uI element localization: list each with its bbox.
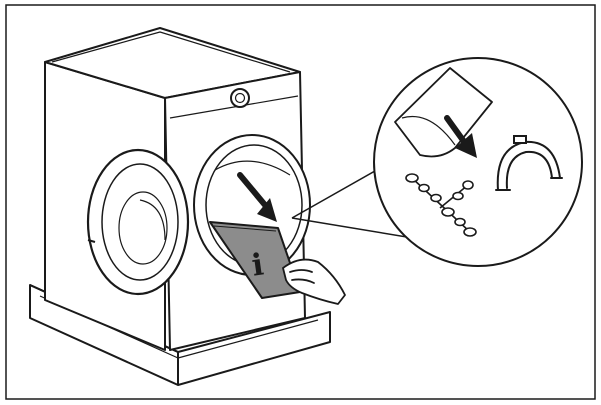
washing-machine bbox=[29, 27, 331, 386]
program-knob-icon bbox=[230, 88, 250, 108]
open-door bbox=[86, 148, 190, 296]
info-symbol-icon: i bbox=[250, 247, 266, 283]
detail-arrow-icon bbox=[444, 115, 477, 158]
detail-circle bbox=[373, 57, 583, 267]
hand bbox=[282, 258, 346, 305]
figure-frame bbox=[5, 4, 596, 400]
detail-bag bbox=[394, 67, 493, 158]
arrow-icon bbox=[237, 172, 277, 222]
hose-guide-icon bbox=[495, 135, 563, 191]
info-bag: i bbox=[209, 221, 301, 299]
transport-bolt-covers-icon bbox=[405, 173, 477, 237]
detail-callout bbox=[373, 57, 583, 267]
